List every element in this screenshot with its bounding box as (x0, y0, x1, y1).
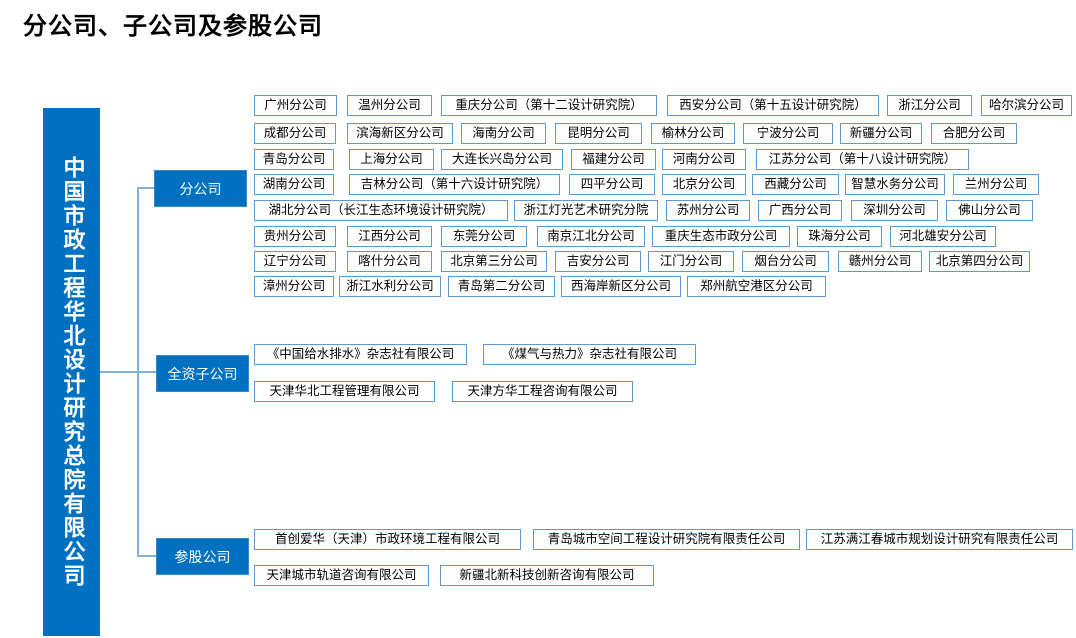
branch-box: 智慧水务分公司 (845, 174, 945, 195)
branch-box: 江苏分公司（第十八设计研究院） (756, 149, 969, 170)
branch-box: 郑州航空港区分公司 (687, 276, 826, 297)
branch-box: 浙江灯光艺术研究分院 (514, 200, 658, 221)
branch-box: 河北雄安分公司 (890, 226, 996, 247)
branch-box: 四平分公司 (569, 174, 655, 195)
equity-company-box: 江苏满江春城市规划设计研究有限责任公司 (806, 529, 1073, 550)
equity-company-box: 首创爱华（天津）市政环境工程有限公司 (254, 529, 521, 550)
connector-root-horizontal (100, 371, 156, 373)
branch-box: 江门分公司 (648, 251, 734, 272)
branch-box: 江西分公司 (347, 226, 432, 247)
branch-box: 滨海新区分公司 (347, 123, 453, 144)
branch-box: 南京江北分公司 (537, 226, 645, 247)
root-company-node: 中国市政工程华北设计研究总院有限公司 (43, 108, 100, 636)
branch-box: 深圳分公司 (851, 200, 938, 221)
equity-company-box: 新疆北新科技创新咨询有限公司 (440, 565, 654, 586)
branch-box: 贵州分公司 (254, 226, 336, 247)
branch-box: 成都分公司 (254, 123, 336, 144)
branch-box: 吉安分公司 (555, 251, 641, 272)
branch-box: 西藏分公司 (752, 174, 839, 195)
subsidiary-box: 《中国给水排水》杂志社有限公司 (254, 344, 467, 365)
branch-box: 哈尔滨分公司 (981, 95, 1072, 116)
equity-company-box: 天津城市轨道咨询有限公司 (254, 565, 429, 586)
branch-box: 广西分公司 (758, 200, 842, 221)
branch-box: 东莞分公司 (441, 226, 527, 247)
category-wholly-owned: 全资子公司 (156, 355, 249, 392)
branch-box: 重庆分公司（第十二设计研究院） (441, 95, 657, 116)
branch-box: 广州分公司 (254, 95, 337, 116)
branch-box: 大连长兴岛分公司 (441, 149, 563, 170)
connector-vertical (137, 187, 139, 557)
branch-box: 西海岸新区分公司 (561, 276, 681, 297)
branch-box: 浙江水利分公司 (339, 276, 441, 297)
branch-box: 福建分公司 (571, 149, 656, 170)
category-branches: 分公司 (154, 170, 247, 207)
branch-box: 湖北分公司（长江生态环境设计研究院） (254, 200, 508, 221)
branch-box: 海南分公司 (461, 123, 546, 144)
branch-box: 烟台分公司 (742, 251, 829, 272)
branch-box: 宁波分公司 (743, 123, 833, 144)
branch-box: 辽宁分公司 (254, 251, 336, 272)
category-equity: 参股公司 (156, 538, 249, 575)
branch-box: 北京第三分公司 (441, 251, 547, 272)
root-company-label: 中国市政工程华北设计研究总院有限公司 (59, 156, 85, 588)
branch-box: 河南分公司 (662, 149, 746, 170)
branch-box: 北京第四分公司 (929, 251, 1030, 272)
branch-box: 上海分公司 (349, 149, 434, 170)
branch-box: 温州分公司 (347, 95, 432, 116)
branch-box: 青岛第二分公司 (448, 276, 555, 297)
branch-box: 兰州分公司 (953, 174, 1039, 195)
branch-box: 合肥分公司 (931, 123, 1017, 144)
branch-box: 昆明分公司 (555, 123, 642, 144)
branch-box: 苏州分公司 (666, 200, 750, 221)
page-title: 分公司、子公司及参股公司 (23, 11, 323, 40)
equity-company-box: 青岛城市空间工程设计研究院有限责任公司 (533, 529, 800, 550)
branch-box: 重庆生态市政分公司 (652, 226, 790, 247)
subsidiary-box: 天津华北工程管理有限公司 (254, 381, 435, 402)
connector-branch-3 (137, 555, 156, 557)
subsidiary-box: 天津方华工程咨询有限公司 (452, 381, 633, 402)
branch-box: 吉林分公司（第十六设计研究院） (349, 174, 560, 195)
branch-box: 新疆分公司 (840, 123, 922, 144)
connector-branch-1 (137, 187, 154, 189)
branch-box: 赣州分公司 (838, 251, 922, 272)
branch-box: 珠海分公司 (797, 226, 882, 247)
branch-box: 湖南分公司 (254, 174, 334, 195)
branch-box: 喀什分公司 (347, 251, 432, 272)
branch-box: 浙江分公司 (887, 95, 972, 116)
branch-box: 漳州分公司 (254, 276, 334, 297)
branch-box: 青岛分公司 (254, 149, 334, 170)
branch-box: 北京分公司 (662, 174, 746, 195)
branch-box: 西安分公司（第十五设计研究院） (667, 95, 879, 116)
subsidiary-box: 《煤气与热力》杂志社有限公司 (483, 344, 696, 365)
branch-box: 佛山分公司 (946, 200, 1033, 221)
branch-box: 榆林分公司 (651, 123, 735, 144)
